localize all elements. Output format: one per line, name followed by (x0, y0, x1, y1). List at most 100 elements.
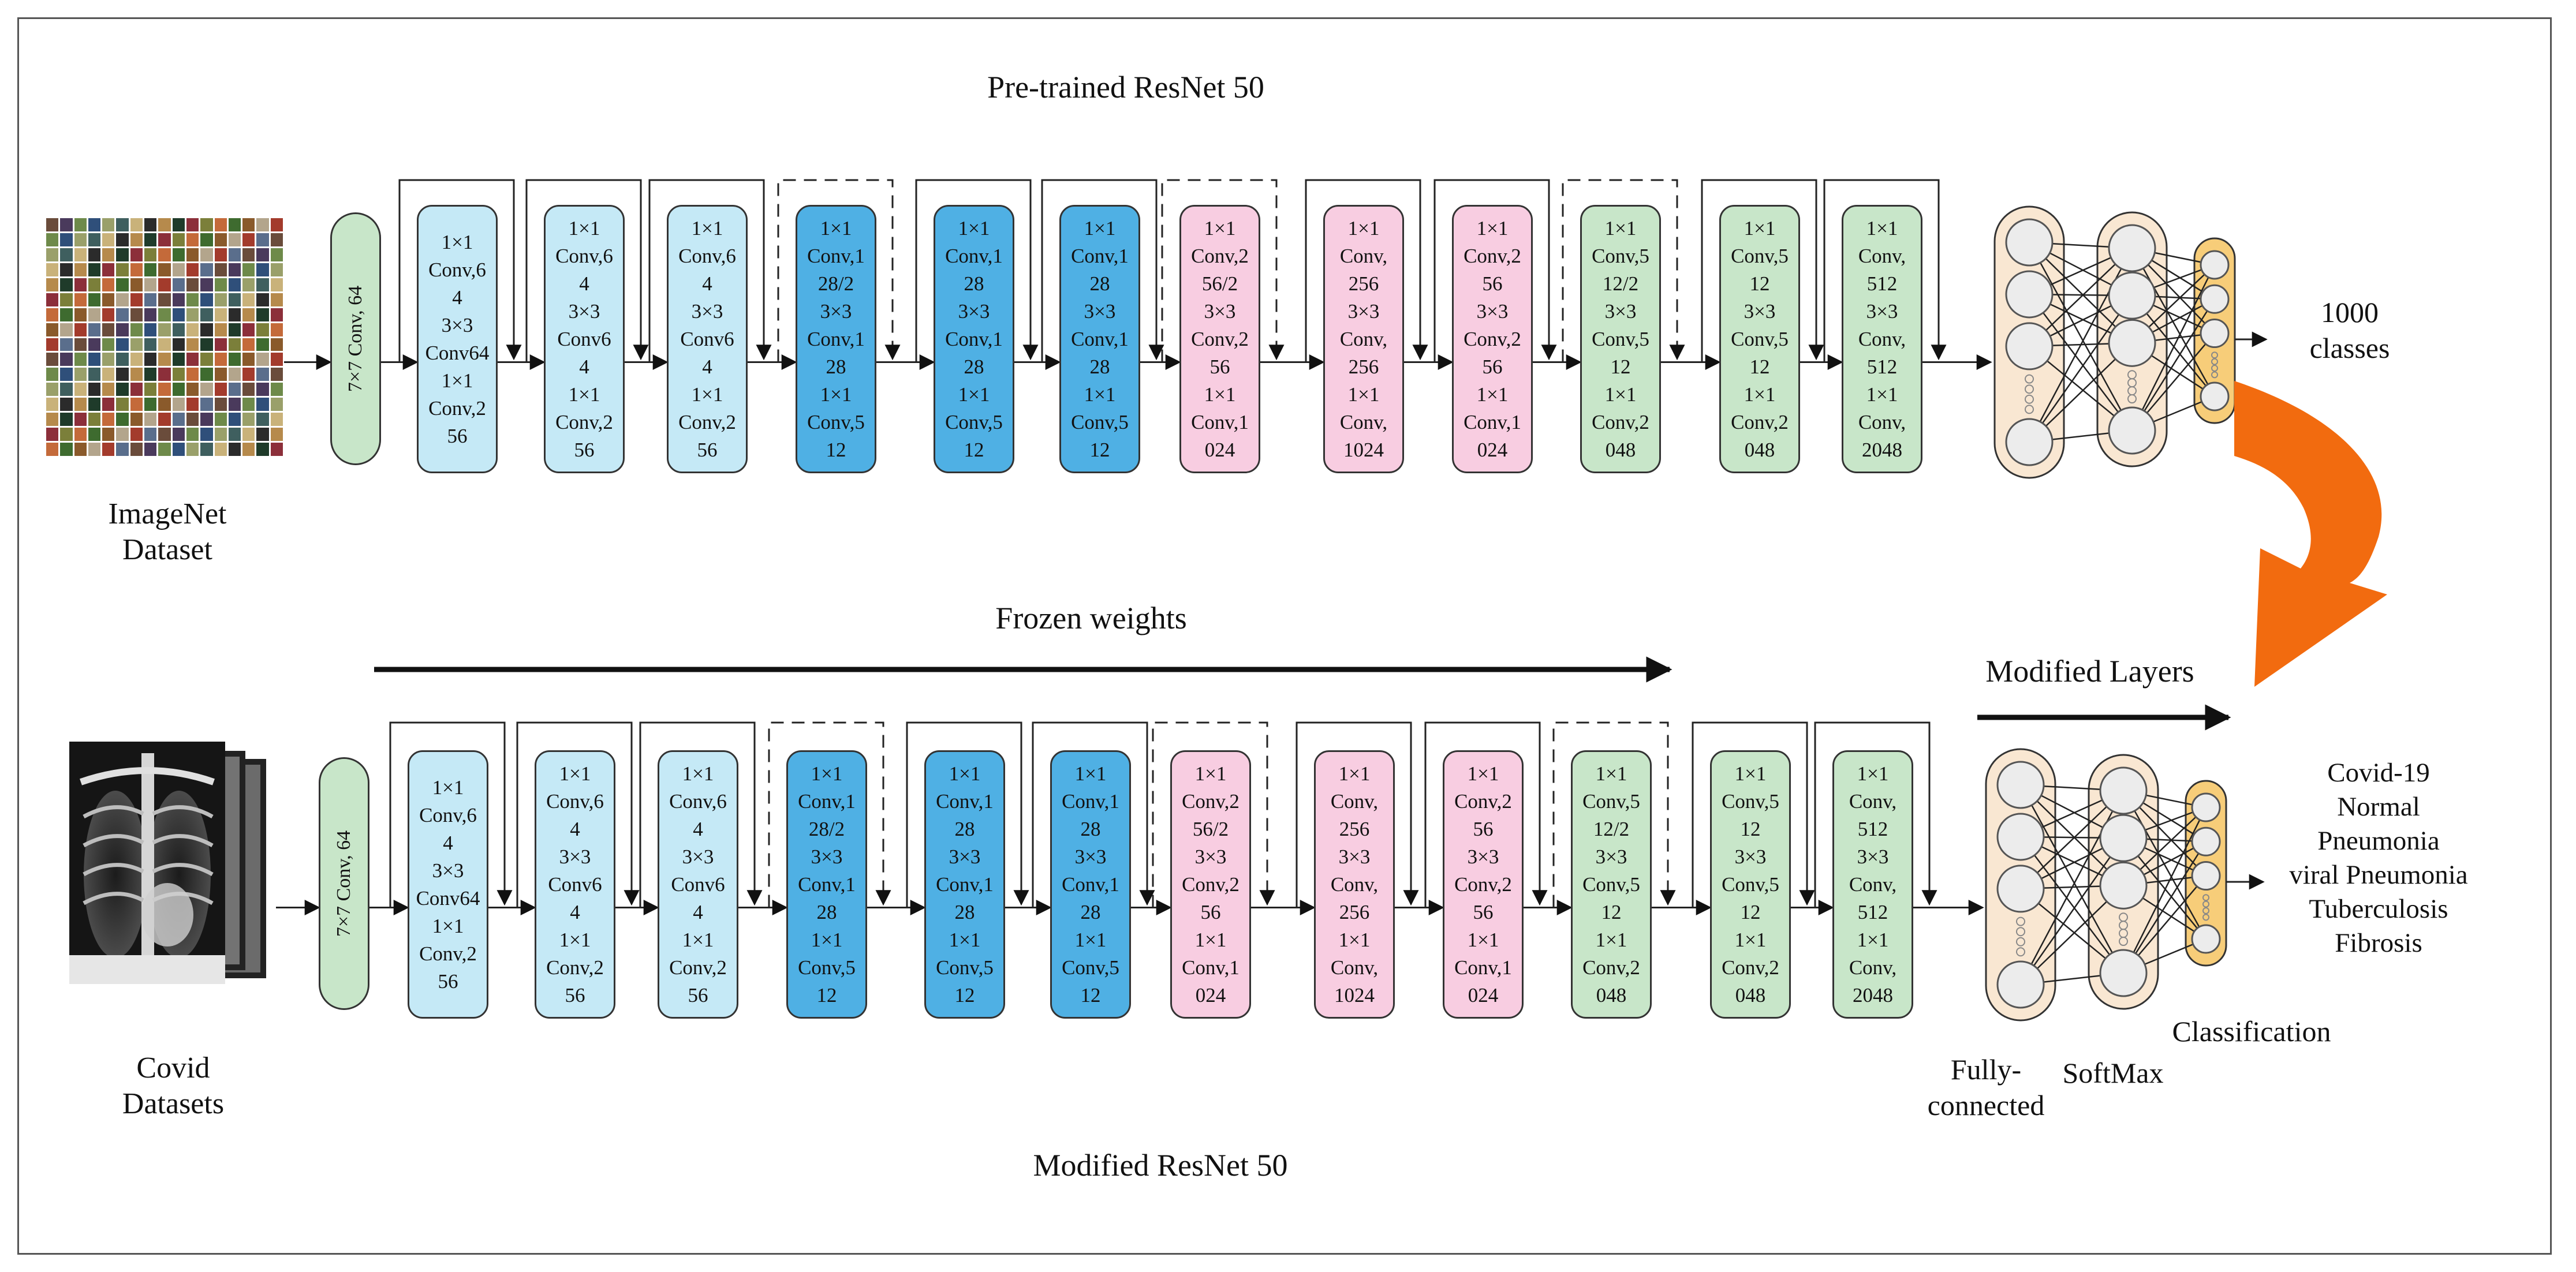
imagenet-thumbnail (270, 308, 283, 321)
imagenet-thumbnail (102, 323, 115, 336)
imagenet-thumbnail (186, 443, 199, 456)
top-fc-ellipsis-dot (2211, 364, 2218, 372)
imagenet-thumbnail (228, 398, 241, 411)
imagenet-dataset-label: ImageNet Dataset (108, 497, 227, 566)
imagenet-thumbnail (186, 218, 199, 231)
imagenet-thumbnail (172, 323, 185, 336)
top-skip-connection-3 (648, 179, 772, 362)
diagram-frame (17, 17, 2552, 1255)
imagenet-thumbnail (102, 443, 115, 456)
fully-connected-label: Fully- connected (1927, 1053, 2045, 1121)
imagenet-thumbnail (144, 308, 157, 321)
imagenet-thumbnail (200, 233, 213, 246)
imagenet-thumbnail (144, 428, 157, 442)
imagenet-thumbnail (200, 338, 213, 351)
bottom-block-7-label: 1×1 Conv,2 56/2 3×3 Conv,2 56 1×1 Conv,1… (1182, 762, 1240, 1007)
imagenet-thumbnail (102, 248, 115, 261)
imagenet-thumbnail (256, 278, 269, 291)
bottom-fc-neuron-1-2 (1996, 813, 2045, 861)
imagenet-thumbnail (228, 278, 241, 291)
imagenet-thumbnail (144, 398, 157, 411)
imagenet-thumbnail (200, 293, 213, 306)
imagenet-thumbnail (256, 443, 269, 456)
imagenet-thumbnail (102, 278, 115, 291)
imagenet-thumbnail (102, 263, 115, 276)
imagenet-thumbnail (74, 308, 87, 321)
imagenet-thumbnail (116, 218, 129, 231)
imagenet-thumbnail (200, 368, 213, 381)
bottom-fc-neuron-3-1 (2191, 792, 2221, 822)
imagenet-thumbnail (242, 383, 255, 396)
bottom-fc-ellipsis-dot (2202, 894, 2209, 901)
top-block-6: 1×1 Conv,1 28 3×3 Conv,1 28 1×1 Conv,5 1… (1059, 205, 1140, 473)
imagenet-thumbnail (256, 293, 269, 306)
top-block-2-label: 1×1 Conv,6 4 3×3 Conv6 4 1×1 Conv,2 56 (555, 216, 613, 461)
imagenet-thumbnail (74, 278, 87, 291)
covid-datasets-label: Covid Datasets (122, 1052, 225, 1120)
bottom-skip-connection-3 (639, 721, 763, 908)
imagenet-thumbnail (130, 293, 143, 306)
imagenet-thumbnail (102, 218, 115, 231)
imagenet-thumbnail (102, 308, 115, 321)
top-fc-neuron-1-2 (2005, 270, 2054, 319)
imagenet-thumbnail (242, 248, 255, 261)
imagenet-thumbnail (158, 398, 171, 411)
top-fc-ellipsis-dot (2025, 394, 2034, 404)
bottom-fc-weight (2122, 790, 2207, 940)
imagenet-thumbnail (130, 233, 143, 246)
top-block-9: 1×1 Conv,2 56 3×3 Conv,2 56 1×1 Conv,1 0… (1452, 205, 1533, 473)
imagenet-thumbnail (172, 263, 185, 276)
imagenet-thumbnail (74, 338, 87, 351)
bottom-fc-ellipsis-dot (2016, 937, 2025, 946)
imagenet-thumbnail (130, 428, 143, 442)
top-block-1: 1×1 Conv,6 4 3×3 Conv64 1×1 Conv,2 56 (417, 205, 498, 473)
imagenet-thumbnail (74, 428, 87, 442)
top-block-11-label: 1×1 Conv,5 12 3×3 Conv,5 12 1×1 Conv,2 0… (1731, 216, 1789, 461)
top-fc-weight (2029, 294, 2133, 431)
imagenet-thumbnail (186, 413, 199, 427)
imagenet-thumbnail (270, 428, 283, 442)
imagenet-thumbnail (228, 218, 241, 231)
imagenet-thumbnail (74, 383, 87, 396)
imagenet-thumbnail (186, 263, 199, 276)
imagenet-thumbnail (130, 263, 143, 276)
imagenet-thumbnail (88, 323, 101, 336)
imagenet-thumbnail (214, 323, 227, 336)
imagenet-thumbnail (46, 413, 59, 427)
imagenet-thumbnail (214, 383, 227, 396)
thousand-classes-label: 1000 classes (2309, 296, 2390, 364)
imagenet-thumbnail (88, 383, 101, 396)
imagenet-thumbnail (242, 278, 255, 291)
imagenet-thumbnail (74, 263, 87, 276)
imagenet-thumbnail (270, 248, 283, 261)
bottom-block-1-label: 1×1 Conv,6 4 3×3 Conv64 1×1 Conv,2 56 (416, 776, 480, 993)
top-fc-weight (2028, 295, 2133, 443)
top-block-8: 1×1 Conv, 256 3×3 Conv, 256 1×1 Conv, 10… (1323, 205, 1404, 473)
imagenet-thumbnail (256, 308, 269, 321)
imagenet-thumbnail (172, 413, 185, 427)
bottom-block-4-label: 1×1 Conv,1 28/2 3×3 Conv,1 28 1×1 Conv,5… (798, 762, 856, 1007)
imagenet-thumbnail (186, 353, 199, 366)
imagenet-thumbnail (158, 443, 171, 456)
top-block-10-label: 1×1 Conv,5 12/2 3×3 Conv,5 12 1×1 Conv,2… (1592, 216, 1649, 461)
imagenet-thumbnail (200, 383, 213, 396)
imagenet-thumbnail (186, 338, 199, 351)
imagenet-thumbnail (214, 413, 227, 427)
top-block-7-label: 1×1 Conv,2 56/2 3×3 Conv,2 56 1×1 Conv,1… (1191, 216, 1249, 461)
imagenet-thumbnail (186, 293, 199, 306)
imagenet-thumbnail (116, 383, 129, 396)
imagenet-thumbnail (130, 353, 143, 366)
top-fc-neuron-2-2 (2108, 271, 2156, 320)
imagenet-thumbnail (228, 368, 241, 381)
bottom-fc-weight (2122, 807, 2207, 974)
imagenet-thumbnail (130, 338, 143, 351)
imagenet-thumbnail (88, 233, 101, 246)
imagenet-thumbnail (186, 308, 199, 321)
imagenet-thumbnail (200, 353, 213, 366)
imagenet-thumbnail (60, 233, 73, 246)
imagenet-thumbnail (46, 248, 59, 261)
imagenet-thumbnail (60, 278, 73, 291)
imagenet-thumbnail (228, 413, 241, 427)
imagenet-thumbnail (60, 308, 73, 321)
imagenet-thumbnail (228, 428, 241, 442)
